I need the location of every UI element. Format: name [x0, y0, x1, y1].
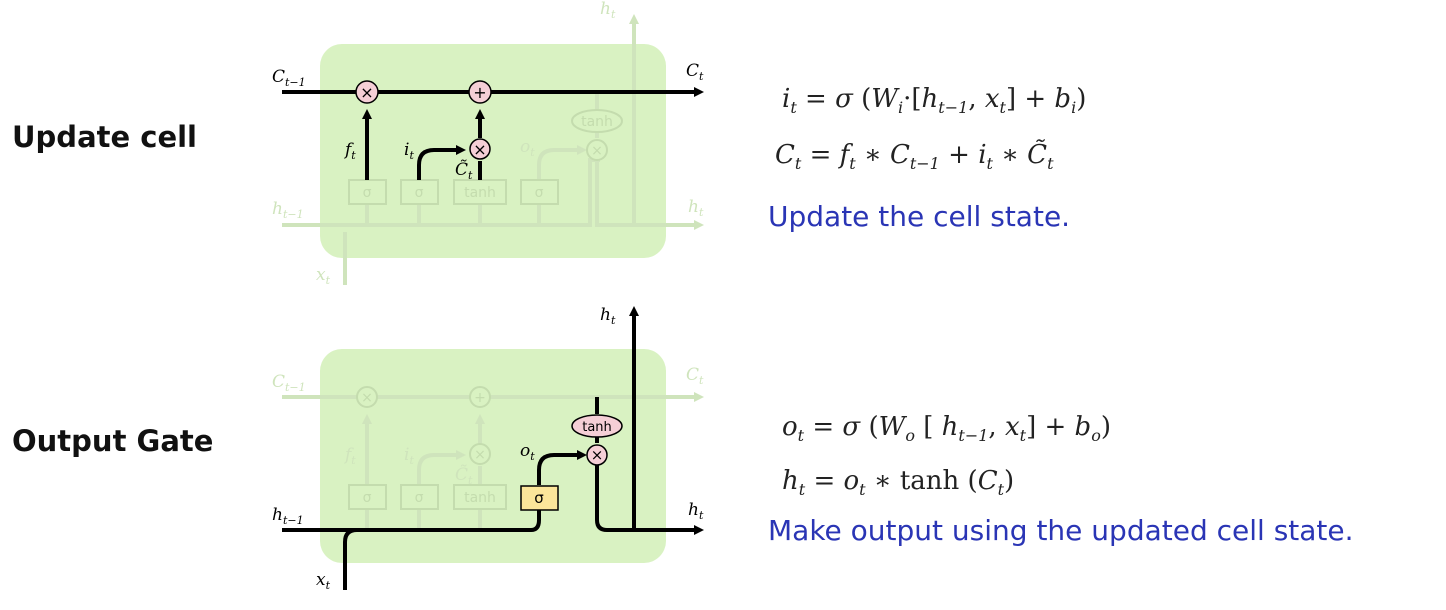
output-sigma-label: σ	[535, 185, 544, 201]
output-mult-node	[586, 444, 608, 466]
candidate-tanh-label: tanh	[464, 490, 496, 506]
forget-mult-node: ×	[361, 390, 373, 406]
output-mult-label: ×	[591, 143, 603, 159]
output-tanh-label: tanh	[582, 420, 612, 435]
output-sigma-label: σ	[534, 489, 544, 507]
i-t-label: it	[404, 140, 414, 162]
c-t-label: Ct	[686, 61, 704, 83]
candidate-tanh-label: tanh	[464, 185, 496, 201]
forget-sigma-label: σ	[363, 185, 372, 201]
c-t-label: Ct	[686, 365, 704, 387]
x-t-label: xt	[316, 265, 331, 287]
update-cell-diagram: σ σ tanh σ tanh × ht−1 xt ht ht ot	[272, 0, 704, 287]
update-cell-title: Update cell	[12, 120, 198, 154]
input-mult-node: ×	[474, 447, 486, 463]
forget-mult-node: ×	[360, 83, 373, 102]
output-gate-title: Output Gate	[12, 424, 214, 458]
input-sigma-label: σ	[415, 185, 424, 201]
i-t-label: it	[404, 445, 414, 467]
forget-sigma-label: σ	[363, 490, 372, 506]
cell-update-equation: Ct = ft ∗ Ct−1 + it ∗ C̃t	[775, 140, 1054, 174]
o-t-label: ot	[520, 137, 535, 159]
output-tanh-node	[571, 414, 623, 438]
output-sigma-box	[520, 485, 559, 511]
output-gate-equation: ot = σ (Wo [ ht−1, xt] + bo)	[782, 412, 1111, 446]
output-mult-label: ×	[591, 446, 604, 464]
cell-add-node: +	[473, 83, 486, 102]
c-prev-label: Ct−1	[272, 67, 306, 89]
h-t-top-label: ht	[600, 305, 616, 327]
h-t-right-label: ht	[688, 500, 704, 522]
c-tilde-label: C̃t	[455, 160, 473, 182]
c-prev-label: Ct−1	[272, 372, 306, 394]
h-t-top-label: ht	[600, 0, 616, 21]
cell-add-node: +	[474, 390, 486, 406]
output-gate-diagram: σ σ tanh × + × Ct−1 Ct ft it C̃t	[272, 305, 704, 592]
h-t-right-label: ht	[688, 197, 704, 219]
output-tanh-label: tanh	[581, 114, 613, 130]
o-t-label: ot	[520, 441, 535, 463]
f-t-label: ft	[343, 140, 356, 162]
f-t-label: ft	[343, 445, 356, 467]
h-prev-label: ht−1	[272, 505, 304, 527]
c-tilde-label: C̃t	[455, 465, 473, 487]
h-prev-label: ht−1	[272, 199, 304, 221]
x-t-label: xt	[316, 570, 331, 592]
input-gate-equation: it = σ (Wi·[ht−1, xt] + bi)	[782, 84, 1087, 118]
output-description: Make output using the updated cell state…	[768, 514, 1354, 547]
hidden-output-equation: ht = ot ∗ tanh (Ct)	[782, 466, 1015, 500]
update-description: Update the cell state.	[768, 200, 1071, 233]
input-mult-node: ×	[473, 140, 486, 159]
input-sigma-label: σ	[415, 490, 424, 506]
